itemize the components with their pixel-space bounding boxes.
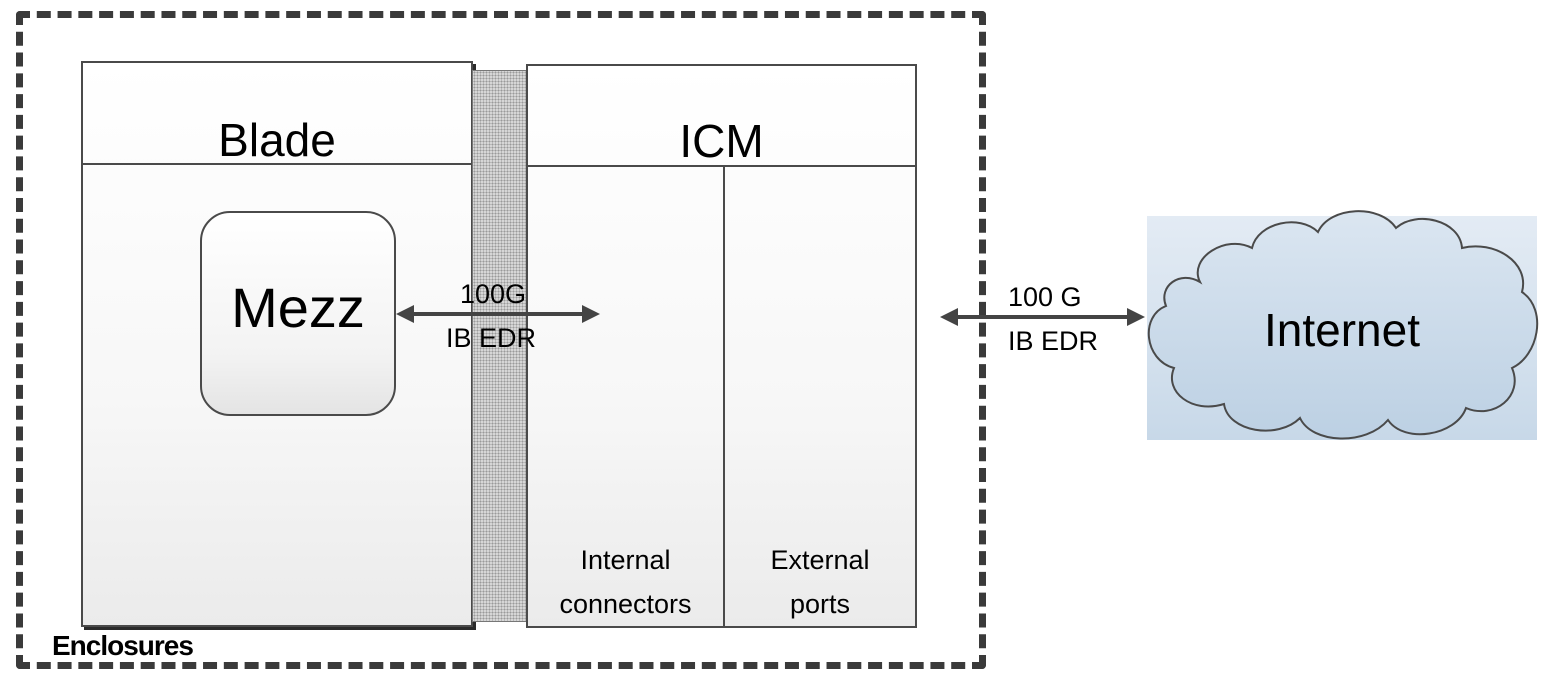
- icm-internal-connectors-label: Internal connectors: [528, 538, 723, 626]
- link-external-type: IB EDR: [1008, 326, 1099, 356]
- icm-external-line-1: External: [770, 545, 870, 575]
- link-internal-type: IB EDR: [446, 323, 537, 353]
- icm-external-ports-label: External ports: [725, 538, 915, 626]
- link-arrow-mezz-icm: [396, 305, 600, 323]
- backplane-strip: [472, 70, 528, 622]
- mezz-label: Mezz: [231, 276, 365, 339]
- link-label-external: 100 G IB EDR: [1008, 275, 1098, 363]
- enclosure-label: Enclosures: [52, 630, 194, 661]
- link-internal-speed: 100G: [460, 279, 527, 309]
- icm-header: ICM: [528, 66, 915, 167]
- enclosure-boundary: [16, 11, 986, 669]
- blade-title: Blade: [218, 114, 336, 166]
- link-arrow-icm-internet: [940, 308, 1145, 326]
- mezz-box: Mezz: [200, 211, 396, 416]
- icm-internal-line-1: Internal: [580, 545, 671, 575]
- icm-divider: [723, 167, 725, 628]
- icm-box: ICM Internal connectors External ports: [526, 64, 917, 628]
- icm-external-line-2: ports: [789, 589, 851, 619]
- icm-internal-line-2: connectors: [559, 589, 692, 619]
- blade-header: Blade: [83, 63, 471, 166]
- icm-title: ICM: [679, 115, 764, 167]
- internet-label: Internet: [1264, 304, 1420, 356]
- link-external-speed: 100 G: [1008, 282, 1082, 312]
- internet-cloud-icon: [1147, 210, 1539, 440]
- link-label-internal: 100G IB EDR: [446, 272, 536, 360]
